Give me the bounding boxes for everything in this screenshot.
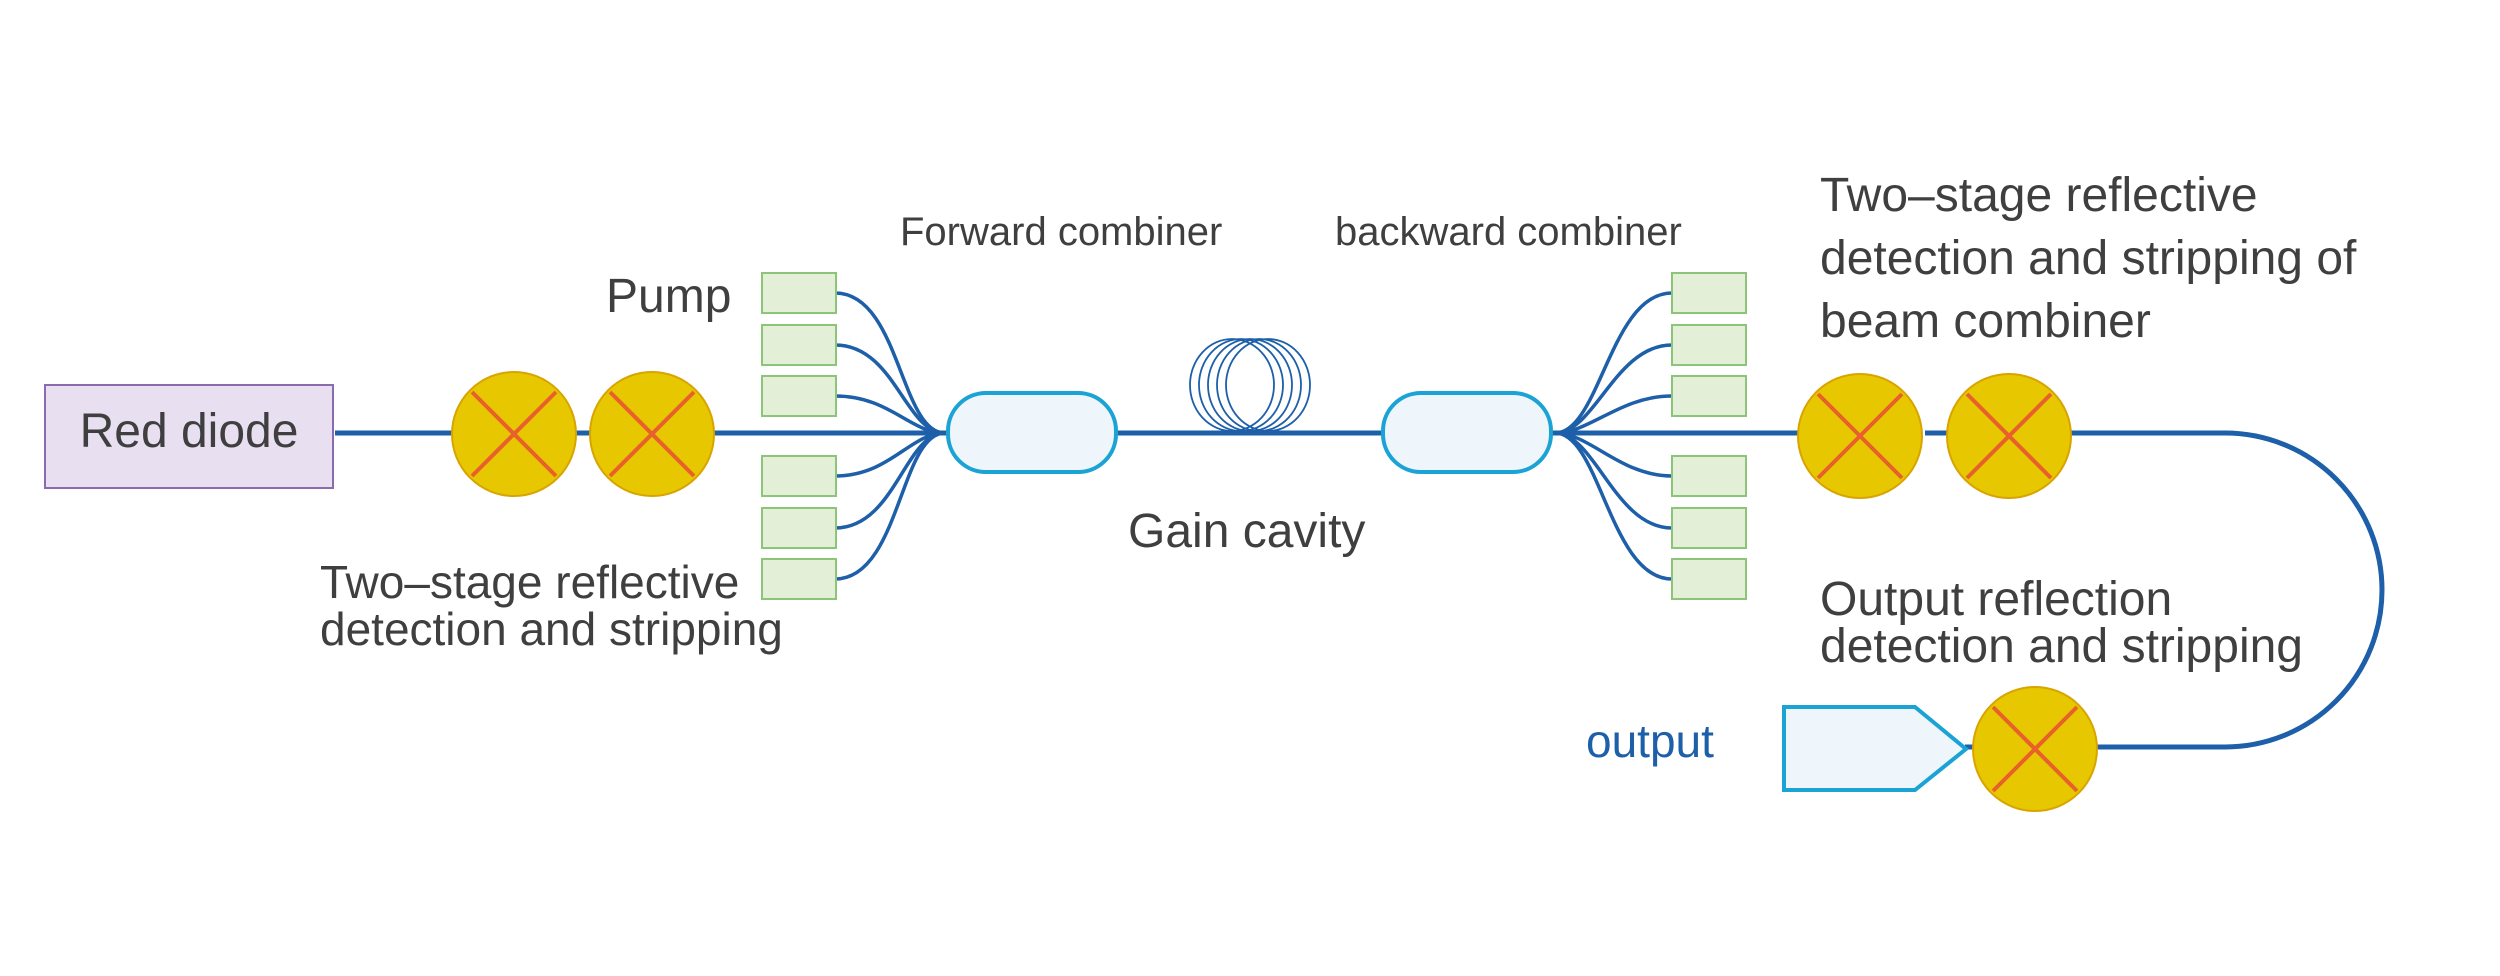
gain-cavity-label: Gain cavity bbox=[1128, 505, 1365, 558]
left-stripper-2 bbox=[589, 371, 715, 497]
pump-diode bbox=[1671, 375, 1747, 417]
right-stripper-2 bbox=[1946, 373, 2072, 499]
coil-loop bbox=[1189, 338, 1275, 432]
left-pump-diodes bbox=[761, 272, 837, 600]
pump-fiber bbox=[1554, 394, 1673, 435]
coil-loop bbox=[1198, 338, 1284, 432]
pump-diode bbox=[761, 507, 837, 549]
pump-fiber bbox=[834, 343, 946, 435]
pump-fiber bbox=[834, 431, 946, 530]
pump-fiber bbox=[834, 431, 946, 581]
right-stripping-label-line2: detection and stripping of bbox=[1820, 232, 2357, 285]
right-pump-diodes bbox=[1671, 272, 1747, 600]
output-label: output bbox=[1586, 715, 1714, 767]
gain-cavity-coil bbox=[1189, 338, 1311, 432]
forward-combiner-box bbox=[946, 391, 1118, 474]
coil-loop bbox=[1216, 338, 1302, 432]
pump-diode bbox=[1671, 272, 1747, 314]
forward-combiner-label: Forward combiner bbox=[900, 210, 1222, 254]
pump-diode bbox=[761, 324, 837, 366]
right-stripper-1 bbox=[1797, 373, 1923, 499]
pump-diode bbox=[1671, 507, 1747, 549]
pump-diode bbox=[761, 272, 837, 314]
right-stripping-label-line1: Two–stage reflective bbox=[1820, 169, 2258, 222]
right-pump-fibers bbox=[1554, 291, 1673, 581]
pump-diode bbox=[761, 375, 837, 417]
right-stripping-label-line3: beam combiner bbox=[1820, 295, 2151, 348]
output-reflection-label-line1: Output reflection bbox=[1820, 573, 2172, 626]
output-stripper bbox=[1972, 686, 2098, 812]
red-diode-box bbox=[44, 384, 334, 489]
pump-diode bbox=[761, 455, 837, 497]
pump-diode bbox=[1671, 324, 1747, 366]
left-stripping-label-line2: detection and stripping bbox=[320, 603, 783, 655]
pump-diode bbox=[761, 558, 837, 600]
coil-loop bbox=[1207, 338, 1293, 432]
coil-loop bbox=[1225, 338, 1311, 432]
left-pump-fibers bbox=[834, 291, 946, 581]
pump-diode bbox=[1671, 558, 1747, 600]
pump-label: Pump bbox=[606, 270, 731, 323]
backward-combiner-box bbox=[1381, 391, 1553, 474]
pump-fiber bbox=[1554, 431, 1673, 530]
output-connector-icon bbox=[1782, 705, 1970, 792]
output-reflection-label-line2: detection and stripping bbox=[1820, 620, 2303, 673]
fiber-output-loop bbox=[2070, 430, 2385, 750]
red-diode-label: Red diode bbox=[80, 405, 299, 458]
pump-diode bbox=[1671, 455, 1747, 497]
backward-combiner-label: backward combiner bbox=[1335, 210, 1682, 254]
pump-fiber bbox=[1554, 431, 1673, 581]
left-stripping-label-line1: Two–stage reflective bbox=[320, 556, 739, 608]
pump-fiber bbox=[834, 394, 946, 435]
left-stripper-1 bbox=[451, 371, 577, 497]
pump-fiber bbox=[1554, 343, 1673, 435]
